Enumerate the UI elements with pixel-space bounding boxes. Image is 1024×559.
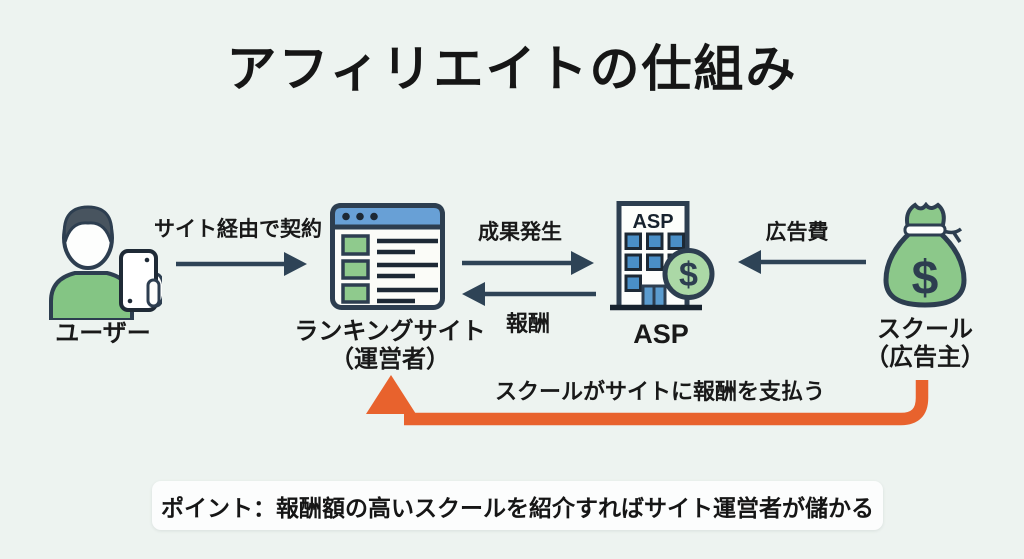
school-label: スクール （広告主） [815, 316, 1024, 372]
arrow-right-site-to-asp [462, 251, 594, 275]
ranking-site-label-line1: ランキングサイト [294, 318, 486, 345]
office-building-with-coin-icon: ASP $ [610, 201, 715, 311]
orange-return-arrow [366, 375, 929, 426]
money-bag-icon: $ [883, 202, 967, 308]
arrow-left-asp-to-site [462, 282, 596, 306]
flow-label-school-pays-site: スクールがサイトに報酬を支払う [494, 379, 825, 404]
point-note-box: ポイント：報酬額の高いスクールを紹介すればサイト運営者が儲かる [152, 481, 883, 530]
flow-label-result-generated: 成果発生 [478, 221, 562, 244]
flow-label-reward: 報酬 [505, 311, 550, 336]
ranking-site-label-line2: （運営者） [330, 346, 450, 373]
point-note-text: ポイント：報酬額の高いスクールを紹介すればサイト運営者が儲かる [161, 494, 874, 521]
person-with-phone-icon [49, 205, 162, 320]
page-title: アフィリエイトの仕組み [226, 41, 798, 97]
school-label-line1: スクール [877, 316, 973, 343]
bag-dollar-symbol: $ [912, 252, 939, 305]
asp-label: ASP [633, 319, 689, 349]
flow-label-contract-via-site: サイト経由で契約 [154, 218, 322, 241]
arrow-right-user-to-site [176, 252, 307, 276]
user-label: ユーザー [55, 320, 151, 347]
arrow-left-school-to-asp [738, 250, 866, 274]
browser-window-icon [330, 203, 445, 310]
flow-label-ad-fee: 広告費 [765, 221, 829, 244]
ranking-site-label: ランキングサイト （運営者） [280, 318, 500, 374]
asp-building-sign: ASP [632, 211, 673, 233]
asp-coin-dollar-symbol: $ [679, 256, 698, 294]
school-label-line2: （広告主） [865, 344, 985, 371]
